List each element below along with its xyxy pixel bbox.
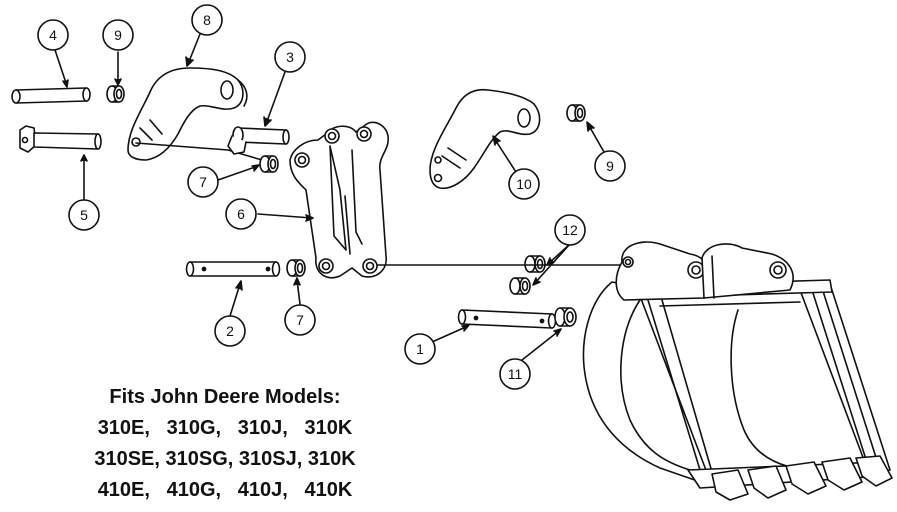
callout-4: 4: [37, 19, 69, 51]
callout-9-right: 9: [594, 150, 626, 182]
callout-number: 8: [203, 12, 211, 28]
callout-10: 10: [508, 168, 540, 200]
link-part-10: [429, 88, 541, 190]
callout-number: 11: [508, 366, 523, 382]
compatible-models-block: Fits John Deere Models: 310E, 310G, 310J…: [60, 382, 390, 506]
bushing-part-7-lower: [286, 259, 306, 277]
callout-number: 9: [114, 27, 122, 43]
models-line: 310E, 310G, 310J, 310K: [97, 417, 353, 439]
callout-9-left: 9: [102, 19, 134, 51]
bushing-part-9-left: [106, 85, 125, 103]
callout-number: 5: [80, 207, 88, 223]
link-part-6: [289, 121, 389, 279]
callout-number: 9: [606, 158, 614, 174]
pin-part-2: [185, 261, 281, 277]
models-line: 410E, 410G, 410J, 410K: [97, 479, 353, 501]
pin-part-4: [11, 87, 91, 104]
models-heading: Fits John Deere Models:: [109, 386, 341, 408]
bushing-part-11: [554, 307, 577, 327]
pin-part-5: [19, 125, 102, 153]
callout-number: 2: [226, 323, 234, 339]
callout-2: 2: [214, 315, 246, 347]
callout-6: 6: [225, 198, 257, 230]
models-line: 310SE, 310SG, 310SJ, 310K: [94, 448, 356, 470]
callout-5: 5: [68, 199, 100, 231]
callout-number: 4: [49, 27, 57, 43]
callout-number: 6: [237, 206, 245, 222]
callout-7-upper: 7: [187, 166, 219, 198]
callout-3: 3: [274, 41, 306, 73]
callout-1: 1: [404, 333, 436, 365]
link-part-8: [127, 67, 248, 161]
callout-number: 7: [199, 174, 207, 190]
bushing-part-12-lower: [509, 277, 531, 295]
callout-12: 12: [554, 214, 586, 246]
pin-part-1: [457, 309, 557, 329]
callout-number: 7: [296, 312, 304, 328]
bushing-part-7-upper: [259, 155, 279, 173]
callout-number: 12: [562, 222, 578, 238]
bushing-part-9-right: [566, 104, 586, 122]
bushing-part-12-upper: [524, 255, 546, 273]
callout-number: 1: [416, 341, 424, 357]
callout-leaders: [54, 33, 605, 361]
leader-8-to-7: [135, 142, 263, 161]
callout-number: 10: [516, 176, 532, 192]
callout-number: 3: [286, 49, 294, 65]
callout-11: 11: [499, 358, 531, 390]
callout-8: 8: [191, 4, 223, 36]
callout-7-lower: 7: [284, 304, 316, 336]
pin-part-3: [227, 126, 290, 155]
bucket: [582, 241, 893, 501]
